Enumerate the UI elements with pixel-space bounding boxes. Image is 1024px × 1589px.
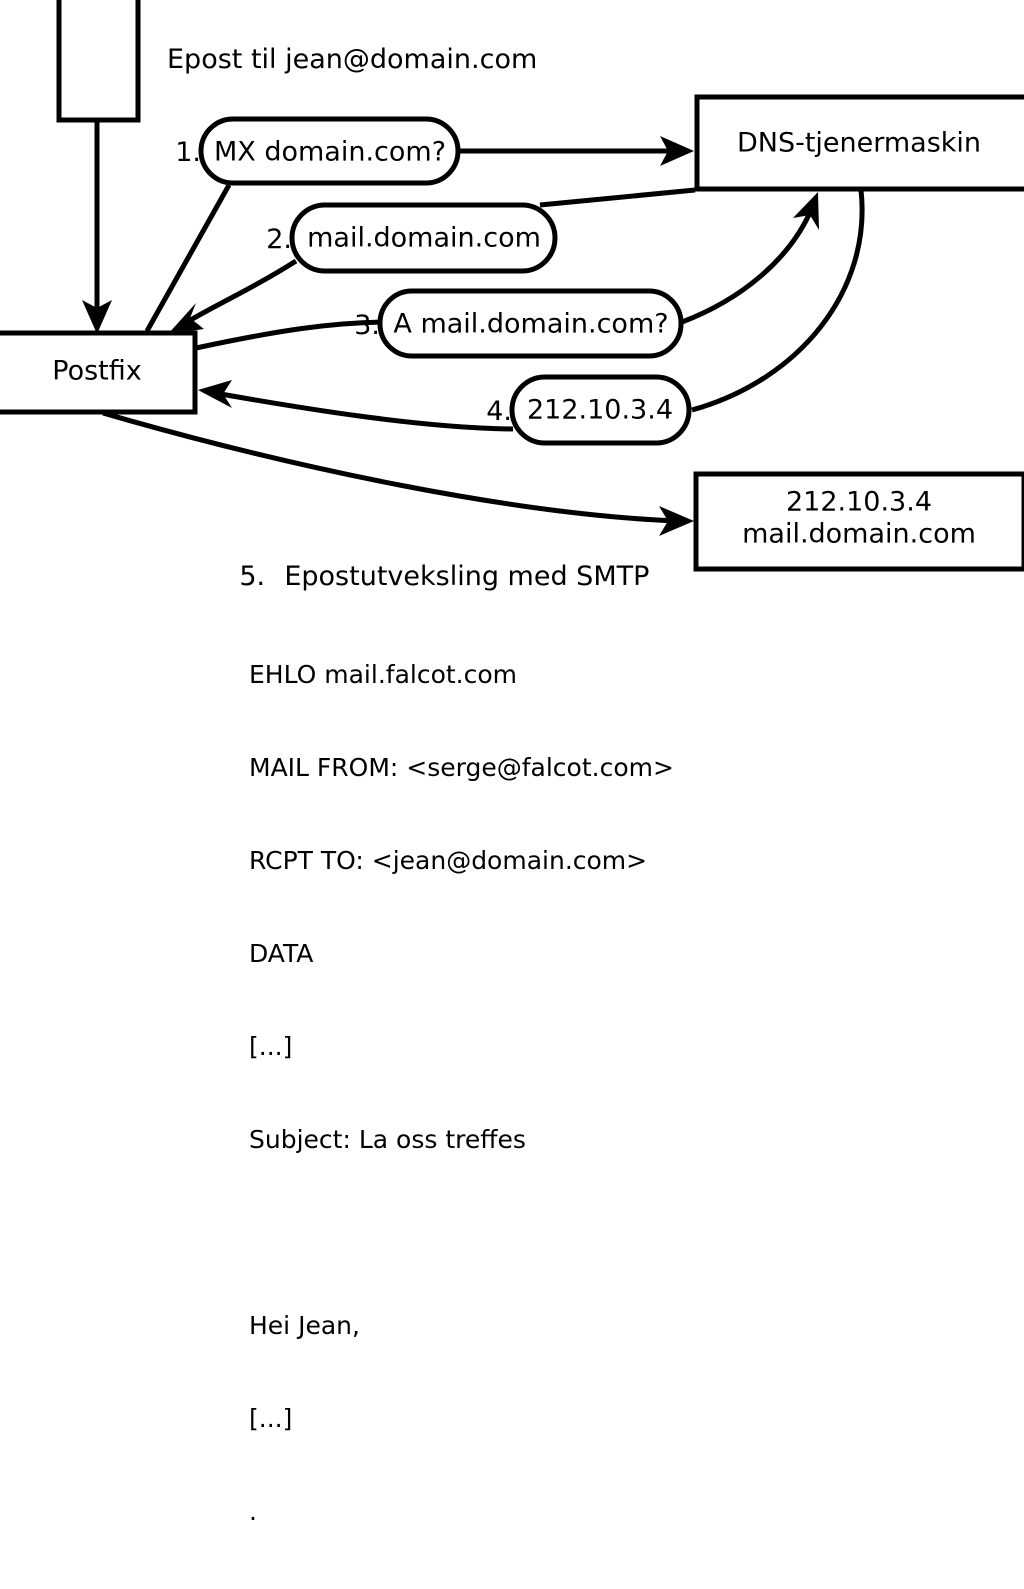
smtp-line: Hei Jean,: [249, 1311, 360, 1340]
message-pill-4: 212.10.3.4: [509, 374, 692, 446]
dns-server-label: DNS-tjenermaskin: [737, 128, 981, 159]
postfix-label: Postfix: [52, 356, 141, 387]
step-number-2: 2.: [266, 224, 292, 255]
edge-3-a-query-to-dns: [681, 192, 819, 325]
step-5-row: 5. Epostutveksling med SMTP: [205, 530, 649, 623]
edge-2-answer-to-postfix: [168, 258, 298, 334]
step-number-3: 3.: [354, 310, 380, 341]
message-pill-3: A mail.domain.com?: [377, 288, 684, 359]
title-caption: Epost til jean@domain.com: [167, 44, 537, 75]
edge-4-dns-to-ip-answer: [691, 189, 865, 413]
edge-4-ip-answer-to-postfix: [198, 380, 514, 432]
step-number-1: 1.: [175, 137, 201, 168]
smtp-line: .: [249, 1497, 257, 1526]
step-5-label: Epostutveksling med SMTP: [284, 561, 650, 592]
step-number-4: 4.: [486, 396, 512, 427]
mail-server-box: 212.10.3.4 mail.domain.com: [693, 471, 1024, 572]
message-label-1: MX domain.com?: [214, 137, 446, 168]
smtp-line: [...]: [249, 1404, 293, 1433]
edge-1-mx-query: [458, 136, 694, 166]
smtp-line: DATA: [249, 939, 314, 968]
message-label-2: mail.domain.com: [307, 223, 541, 254]
edge-2-dns-to-answer-pill: [539, 187, 696, 208]
smtp-line: Subject: La oss treffes: [249, 1125, 526, 1154]
edge-postfix-to-mx-pill: [144, 183, 232, 333]
message-pill-1: MX domain.com?: [198, 116, 461, 186]
client-box: [56, 0, 141, 123]
smtp-line: EHLO mail.falcot.com: [249, 660, 518, 689]
smtp-line: [...]: [249, 1032, 293, 1061]
diagram-canvas: Postfix DNS-tjenermaskin 212.10.3.4 mail…: [0, 0, 1024, 572]
mail-flow-diagram: Postfix DNS-tjenermaskin 212.10.3.4 mail…: [0, 0, 1024, 1526]
smtp-line: MAIL FROM: <serge@falcot.com>: [249, 753, 674, 782]
dns-server-box: DNS-tjenermaskin: [694, 94, 1024, 192]
message-label-4: 212.10.3.4: [527, 395, 673, 426]
message-pill-2: mail.domain.com: [289, 202, 558, 274]
step-number-5: 5.: [239, 561, 266, 592]
edge-client-to-postfix: [82, 122, 112, 334]
smtp-transcript: EHLO mail.falcot.com MAIL FROM: <serge@f…: [249, 597, 674, 1589]
edge-5-postfix-to-mailserver: [102, 410, 694, 536]
postfix-box: Postfix: [0, 330, 198, 415]
edge-3-postfix-to-a-query: [195, 319, 383, 351]
mail-server-ip: 212.10.3.4: [786, 487, 932, 518]
mail-server-hostname: mail.domain.com: [742, 519, 976, 550]
message-label-3: A mail.domain.com?: [393, 309, 668, 340]
smtp-line: [249, 1217, 674, 1248]
smtp-line: RCPT TO: <jean@domain.com>: [249, 846, 648, 875]
